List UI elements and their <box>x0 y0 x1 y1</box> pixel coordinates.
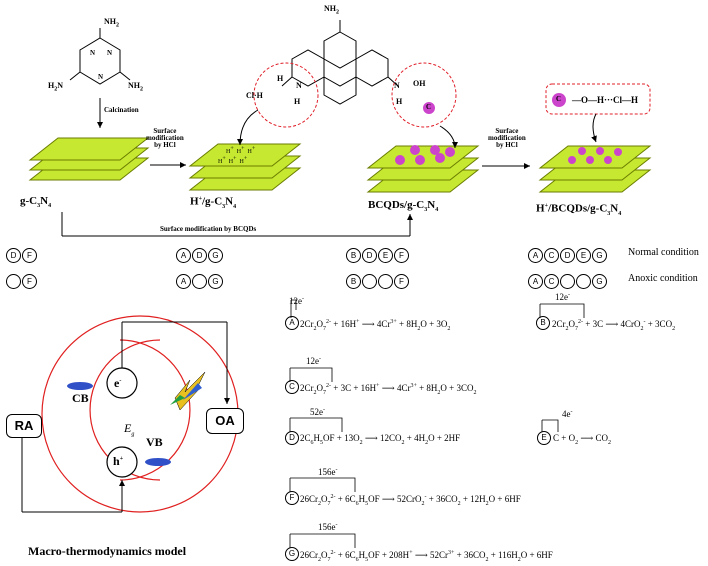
condition-letter-anoxic: A <box>176 274 191 289</box>
condition-letter-normal: D <box>6 248 21 263</box>
ra-box: RA <box>6 414 42 438</box>
oh-label: OH <box>413 79 426 88</box>
condition-letter-anoxic: C <box>544 274 559 289</box>
condition-letter-normal: E <box>378 248 393 263</box>
condition-letter-anoxic <box>192 274 207 289</box>
equation-b: 2Cr2O72- + 3C ⟶ 4CrO2- + 3CO2 <box>552 319 676 332</box>
condition-letter-normal: A <box>176 248 191 263</box>
condition-letter-anoxic: F <box>394 274 409 289</box>
normal-condition-label: Normal condition <box>628 247 699 258</box>
equation-d: 2C6H5OF + 13O2 ⟶ 12CO2 + 4H2O + 2HF <box>300 433 461 446</box>
condition-letter-normal: G <box>208 248 223 263</box>
anoxic-condition-label: Anoxic condition <box>628 273 698 284</box>
condition-letter-normal: D <box>560 248 575 263</box>
melamine-n3: N <box>98 73 104 81</box>
eq-electrons-e: 4e- <box>562 409 573 419</box>
condition-letter-normal: D <box>192 248 207 263</box>
condition-letter-normal: D <box>362 248 377 263</box>
h-plus-marker: H+ H+ H+ <box>218 156 248 165</box>
equation-brackets <box>289 299 585 548</box>
eq-label-d: D <box>285 431 299 445</box>
condition-letter-anoxic: G <box>592 274 607 289</box>
condition-letter-normal: B <box>346 248 361 263</box>
eq-electrons-d: 52e- <box>310 407 325 417</box>
sheet-stack-h-bcqds-gc3n4 <box>538 145 652 193</box>
eq-electrons-a: 12e- <box>289 296 304 306</box>
condition-letter-anoxic <box>576 274 591 289</box>
hole-label: h+ <box>113 454 124 468</box>
n-label-1: N <box>296 81 302 90</box>
eq-label-e: E <box>537 431 551 445</box>
equation-c: 2Cr2O72- + 3C + 16H+ ⟶ 4Cr3+ + 8H2O + 3C… <box>300 383 477 396</box>
h-label-1: H <box>277 74 284 83</box>
condition-letter-normal: E <box>576 248 591 263</box>
o-h-cl-h-label: —O—H···Cl—H <box>572 95 639 105</box>
condition-letter-anoxic: G <box>208 274 223 289</box>
melamine-n2: N <box>107 49 113 57</box>
calcination-label: Calcination <box>104 106 139 114</box>
model-title: Macro-thermodynamics model <box>28 544 187 558</box>
condition-letter-anoxic <box>6 274 21 289</box>
cb-label: CB <box>72 391 89 405</box>
eq-label-f: F <box>285 491 299 505</box>
condition-letter-normal: F <box>22 248 37 263</box>
n-label-2: N <box>394 81 400 90</box>
eq-electrons-g: 156e- <box>318 522 338 532</box>
condition-letter-anoxic: F <box>22 274 37 289</box>
condition-letter-anoxic <box>362 274 377 289</box>
melamine-nh2-left: H2N <box>48 81 64 93</box>
heptazine-nh2-top: NH2 <box>324 4 339 16</box>
equation-g: 26Cr2O72- + 6C6H5OF + 208H+ ⟶ 52Cr3+ + 3… <box>300 550 553 563</box>
stage-label-bcqds-gc3n4: BCQDs/g-C3N4 <box>368 199 439 214</box>
melamine-nh2-right: NH2 <box>128 81 143 93</box>
melamine-n1: N <box>90 49 96 57</box>
electron-label: e- <box>114 376 122 390</box>
condition-letter-anoxic: B <box>346 274 361 289</box>
eq-electrons-f: 156e- <box>318 467 338 477</box>
condition-letter-normal: C <box>544 248 559 263</box>
equation-f: 26Cr2O72- + 6C6H5OF ⟶ 52CrO2- + 36CO2 + … <box>300 494 521 507</box>
condition-letter-normal: G <box>592 248 607 263</box>
equation-a: 2Cr2O72- + 16H+ ⟶ 4Cr3+ + 8H2O + 3O2 <box>300 319 451 332</box>
stage-label-h-bcqds-gc3n4: H+/BCQDs/g-C3N4 <box>536 202 622 217</box>
eq-electrons-c: 12e- <box>306 356 321 366</box>
cl-h-label: Cl·H <box>246 91 263 100</box>
stage-label-h-gc3n4: H+/g-C3N4 <box>190 195 237 210</box>
heptazine-molecule <box>281 20 399 105</box>
h-plus-marker: H+ H+ H+ <box>226 146 256 155</box>
eg-label: Eg <box>124 421 135 438</box>
sheet-stack-bcqds-gc3n4 <box>366 145 480 193</box>
melamine-nh2-top: NH2 <box>104 17 119 29</box>
condition-letter-normal: A <box>528 248 543 263</box>
bcqd-modification-label: Surface modification by BCQDs <box>160 225 257 233</box>
melamine-molecule <box>69 28 131 85</box>
eq-label-a: A <box>285 316 299 330</box>
c-label: C <box>426 103 432 111</box>
stage-label-gc3n4: g-C3N4 <box>20 195 52 210</box>
c-label-2: C <box>556 95 562 103</box>
sheet-stack-h-gc3n4 <box>188 143 302 191</box>
eq-electrons-b: 12e- <box>555 292 570 302</box>
equation-e: C + O2 ⟶ CO2 <box>553 433 611 446</box>
sheet-stack-gc3n4 <box>28 137 150 181</box>
eq-label-g: G <box>285 547 299 561</box>
condition-letter-anoxic: A <box>528 274 543 289</box>
h-label-3: H <box>396 97 403 106</box>
eq-label-c: C <box>285 380 299 394</box>
oa-box: OA <box>206 408 244 434</box>
h-label-2: H <box>294 97 301 106</box>
condition-letter-normal: F <box>394 248 409 263</box>
condition-letter-anoxic <box>378 274 393 289</box>
condition-letter-anoxic <box>560 274 575 289</box>
eq-label-b: B <box>536 316 550 330</box>
vb-label: VB <box>146 435 163 449</box>
